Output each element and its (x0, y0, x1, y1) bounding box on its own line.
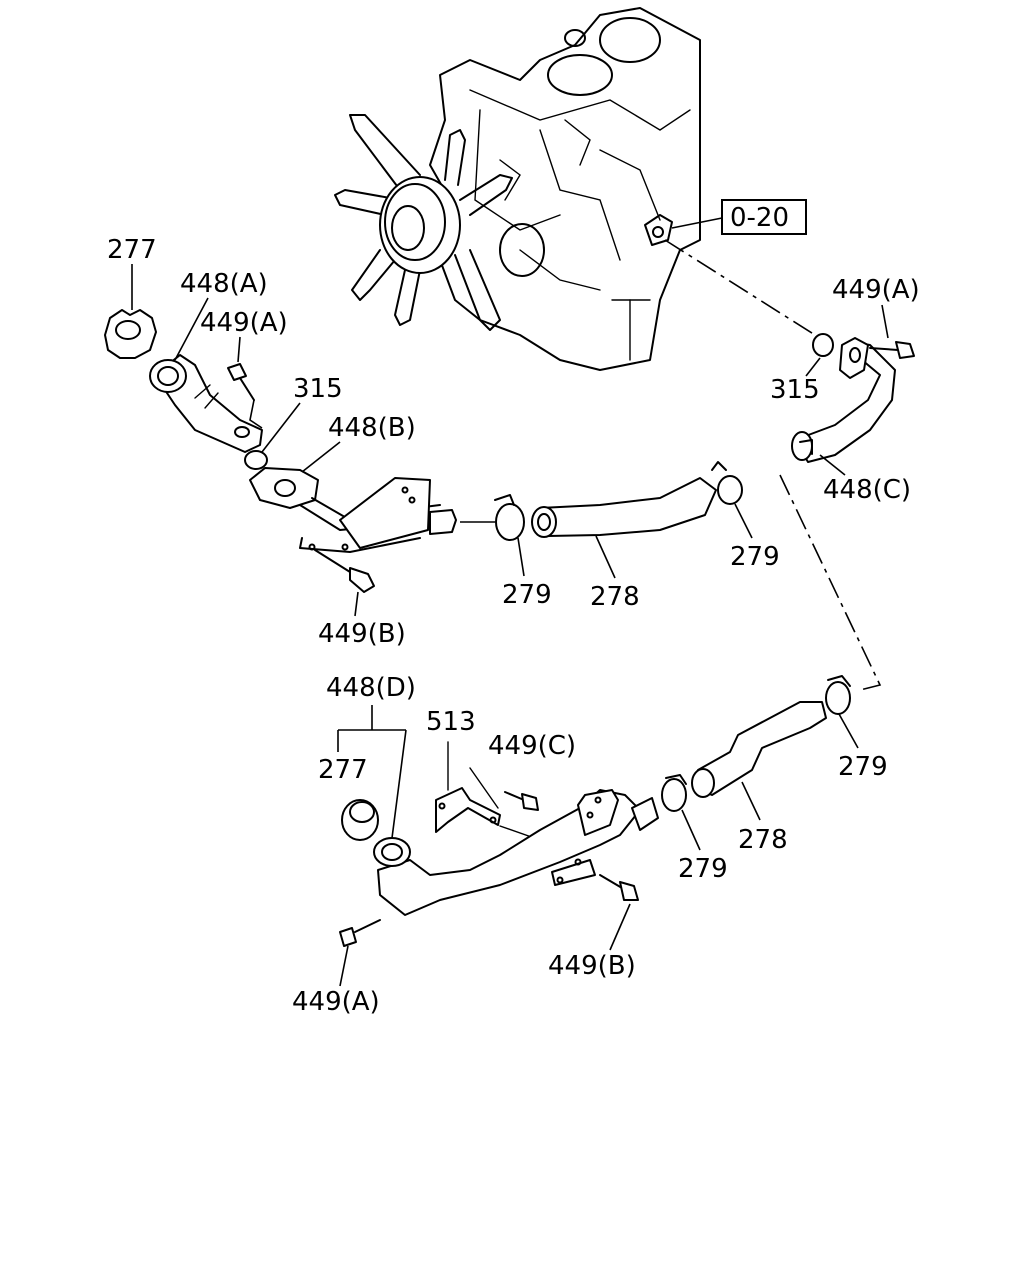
alignment-line-pipe (779, 474, 882, 691)
bolt-a-top-right (869, 341, 915, 359)
label-bolt-b-upper: 449(B) (318, 619, 406, 649)
label-cap-lower: 277 (318, 755, 368, 785)
oring-right (812, 333, 834, 357)
label-clamp-upper-right: 279 (730, 542, 780, 572)
label-hose-lower: 278 (738, 825, 788, 855)
bolt-c (504, 791, 539, 811)
label-filler-neck-a: 448(A) (180, 269, 268, 299)
pipe-c (791, 337, 896, 463)
bolt-b-upper (314, 549, 375, 593)
radiator-cap-lower (341, 799, 379, 841)
labels: 277 448(A) 449(A) 315 448(B) 449(B) 279 … (107, 235, 920, 1017)
label-oring-right: 315 (770, 375, 820, 405)
label-bolt-b-lower: 449(B) (548, 951, 636, 981)
bolt-a-lower (339, 919, 381, 947)
oring-left (244, 450, 268, 470)
label-bolt-a-top-left: 449(A) (200, 308, 288, 338)
engine-illustration (334, 7, 701, 371)
label-cap-top: 277 (107, 235, 157, 265)
alignment-line-engine (664, 239, 816, 336)
leader-lines (131, 264, 889, 987)
pipe-b (249, 467, 495, 553)
assembly-d-bracket (337, 705, 407, 839)
bracket-513 (435, 741, 541, 841)
label-bracket: 513 (426, 707, 476, 737)
label-pipe-c: 448(C) (823, 475, 911, 505)
pipe-d (373, 789, 659, 916)
label-clamp-lower-left: 279 (678, 854, 728, 884)
bolt-b-lower (599, 874, 639, 901)
clamp-upper-right (711, 461, 743, 505)
clamp-upper-left (494, 494, 525, 541)
label-pipe-b: 448(B) (328, 413, 416, 443)
label-clamp-lower-right: 279 (838, 752, 888, 782)
bolt-a-top-left (227, 363, 263, 429)
radiator-cap-top (104, 309, 157, 359)
label-assembly-d: 448(D) (326, 673, 416, 703)
label-clamp-upper-left: 279 (502, 580, 552, 610)
clamp-lower-right (825, 675, 851, 715)
label-bolt-c: 449(C) (488, 731, 576, 761)
label-hose-upper: 278 (590, 582, 640, 612)
hose-upper (531, 477, 717, 538)
filler-neck-a (149, 354, 263, 453)
hose-lower (691, 701, 827, 798)
label-bolt-a-top-right: 449(A) (832, 275, 920, 305)
label-oring-left: 315 (293, 374, 343, 404)
label-bolt-a-lower: 449(A) (292, 987, 380, 1017)
reference-box: 0-20 (671, 199, 807, 235)
reference-box-label: 0-20 (730, 203, 789, 233)
clamp-lower-left (661, 774, 687, 812)
